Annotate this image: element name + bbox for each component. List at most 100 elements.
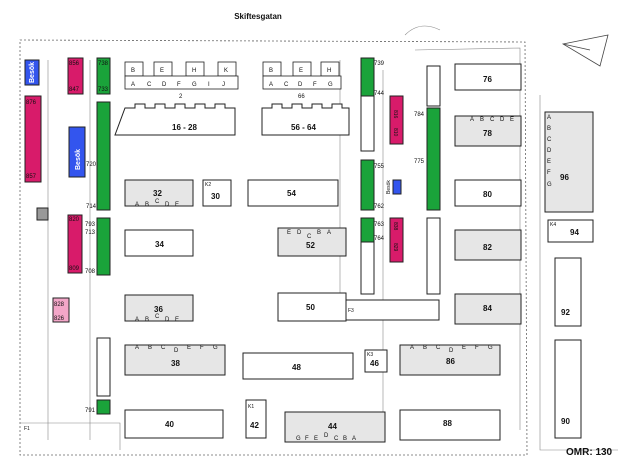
parking-828-826 [52,297,70,323]
svg-text:42: 42 [250,421,259,430]
svg-text:Besök: Besök [75,149,82,170]
svg-text:G: G [547,182,552,188]
parking-label: 838 [392,222,398,231]
svg-text:D: D [298,82,303,88]
svg-text:B: B [343,436,347,442]
svg-text:A: A [547,115,551,121]
parking-820-809 [67,214,83,274]
facility-f3: F3 [348,308,354,314]
svg-text:C: C [147,82,152,88]
svg-text:F: F [200,345,204,351]
svg-text:C: C [436,345,441,351]
parking-label: 739 [374,61,385,67]
svg-text:Besök: Besök [386,180,392,194]
parking-label: 755 [374,164,385,170]
svg-text:D: D [500,117,505,123]
parking-label: 744 [374,91,385,97]
svg-text:E: E [287,230,291,236]
svg-text:80: 80 [483,190,492,199]
svg-text:A: A [327,230,331,236]
svg-text:78: 78 [483,129,492,138]
svg-text:A: A [135,345,139,351]
svg-text:K: K [224,68,228,74]
svg-text:K4: K4 [550,222,556,228]
area-label: OMR: 130 [566,447,613,458]
parking-strips [96,65,441,397]
street-name: Skiftesgatan [234,12,282,21]
svg-text:50: 50 [306,303,315,312]
parking-label: 809 [69,266,80,272]
building-66: B E H A C D F G 66 [262,61,342,100]
parking-label: 816 [392,110,398,119]
visitor-parking-2: Besök [68,126,86,178]
parking-816-810 [389,95,404,145]
svg-text:B: B [480,117,484,123]
building-54: 54 [247,179,339,207]
svg-text:G: G [296,436,301,442]
building-label: 66 [298,94,305,100]
svg-text:E: E [299,68,303,74]
visitor-parking-3: Besök [386,179,402,195]
parking-856-847 [67,57,84,95]
parking-label: 762 [374,204,385,210]
parking-label: 856 [69,61,80,67]
parking-label: 876 [26,100,37,106]
svg-text:52: 52 [306,241,315,250]
svg-text:D: D [174,348,179,354]
parking-763-764 [360,217,375,243]
svg-text:92: 92 [561,308,570,317]
svg-text:F: F [305,436,309,442]
svg-text:E: E [314,436,318,442]
north-arrow-icon [561,34,609,67]
svg-text:F: F [475,345,479,351]
building-86: A B C D E F G 86 [399,344,501,376]
parking-791 [96,399,111,415]
svg-text:30: 30 [211,192,220,201]
svg-text:48: 48 [292,363,301,372]
building-2: B E H K A C D F G I J 2 [124,61,239,100]
svg-text:G: G [488,345,493,351]
visitor-parking-1: Besök [24,59,40,86]
svg-text:B: B [145,317,149,323]
parking-label: 713 [85,230,96,236]
svg-text:34: 34 [155,240,164,249]
building-label: 2 [179,94,183,100]
building-46: K3 46 [364,349,388,373]
svg-text:32: 32 [153,189,162,198]
parking-label: 791 [85,408,96,414]
svg-text:94: 94 [570,228,579,237]
svg-text:16 - 28: 16 - 28 [172,123,197,132]
parking-784-775 [426,107,441,211]
svg-text:G: G [328,82,333,88]
parking-label: 793 [85,222,96,228]
svg-text:B: B [131,68,135,74]
svg-text:A: A [352,436,356,442]
building-42: K1 42 [245,399,267,439]
building-84: 84 [454,293,522,325]
parking-838-829 [389,217,404,263]
parking-label: 764 [374,236,385,242]
building-36: A B C D E 36 [124,294,194,323]
building-48: 48 [242,352,354,380]
building-30: K2 30 [202,179,232,207]
svg-text:G: G [213,345,218,351]
building-34: 34 [124,229,194,257]
parking-label: 857 [26,174,37,180]
svg-text:D: D [449,348,454,354]
svg-text:E: E [175,202,179,208]
building-96: A B C D E F G 96 [544,111,594,213]
parking-label: 775 [414,159,425,165]
building-32: A B C D E 32 [124,179,194,208]
svg-text:G: G [192,82,197,88]
svg-text:H: H [327,68,331,74]
building-40: 40 [124,409,224,439]
building-88: 88 [399,409,501,441]
svg-text:A: A [135,317,139,323]
svg-text:B: B [148,345,152,351]
svg-text:I: I [208,82,210,88]
svg-text:54: 54 [287,189,296,198]
building-82: 82 [454,229,522,261]
svg-text:K2: K2 [205,182,211,188]
svg-text:40: 40 [165,420,174,429]
svg-text:F: F [177,82,181,88]
